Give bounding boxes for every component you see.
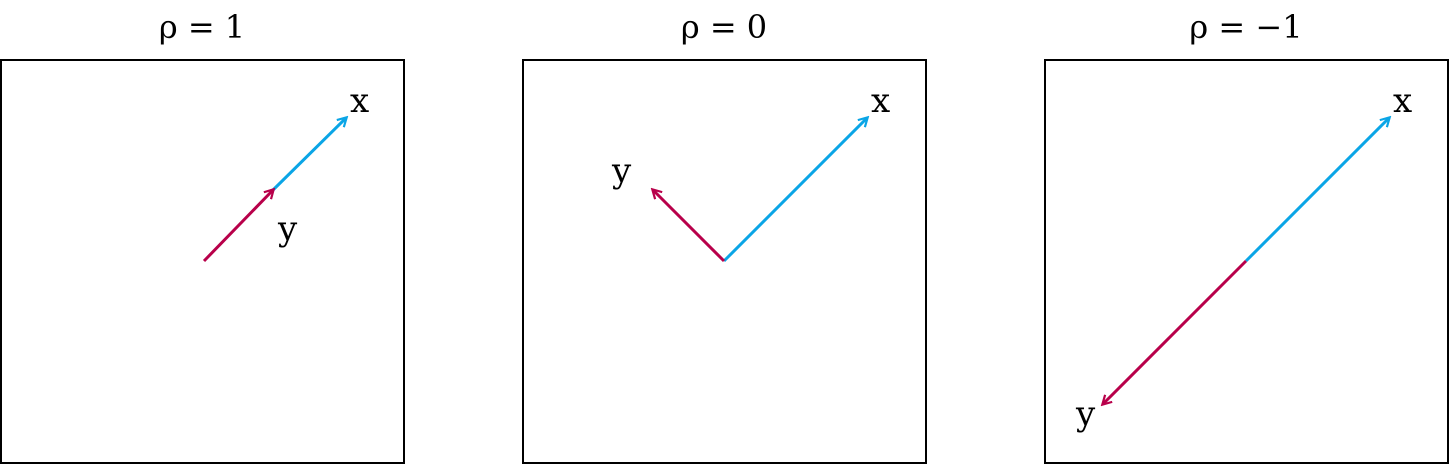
- x-vector-label: x: [871, 81, 890, 121]
- y-vector-label: y: [1075, 394, 1096, 434]
- panel-frame: [522, 59, 927, 464]
- panel-rho-negative: ρ = −1 x y: [1044, 8, 1449, 464]
- x-vector: [722, 118, 867, 263]
- panel-rho-zero: ρ = 0 x y: [522, 8, 927, 464]
- panel-title: ρ = −1: [1189, 8, 1302, 46]
- y-vector-label: y: [277, 209, 298, 249]
- panel-frame: [1044, 59, 1449, 464]
- panel-rho-positive: ρ = 1 x y: [0, 8, 405, 464]
- x-vector: [271, 118, 346, 192]
- panel-title: ρ = 0: [681, 8, 767, 46]
- y-vector-label: y: [611, 151, 632, 191]
- y-vector: [1103, 259, 1248, 404]
- x-vector: [1244, 118, 1389, 263]
- y-vector: [653, 190, 726, 263]
- x-vector-label: x: [1393, 81, 1412, 121]
- x-vector-label: x: [350, 81, 369, 121]
- panel-title: ρ = 1: [159, 8, 245, 46]
- y-vector: [202, 190, 273, 263]
- panel-frame: [0, 59, 405, 464]
